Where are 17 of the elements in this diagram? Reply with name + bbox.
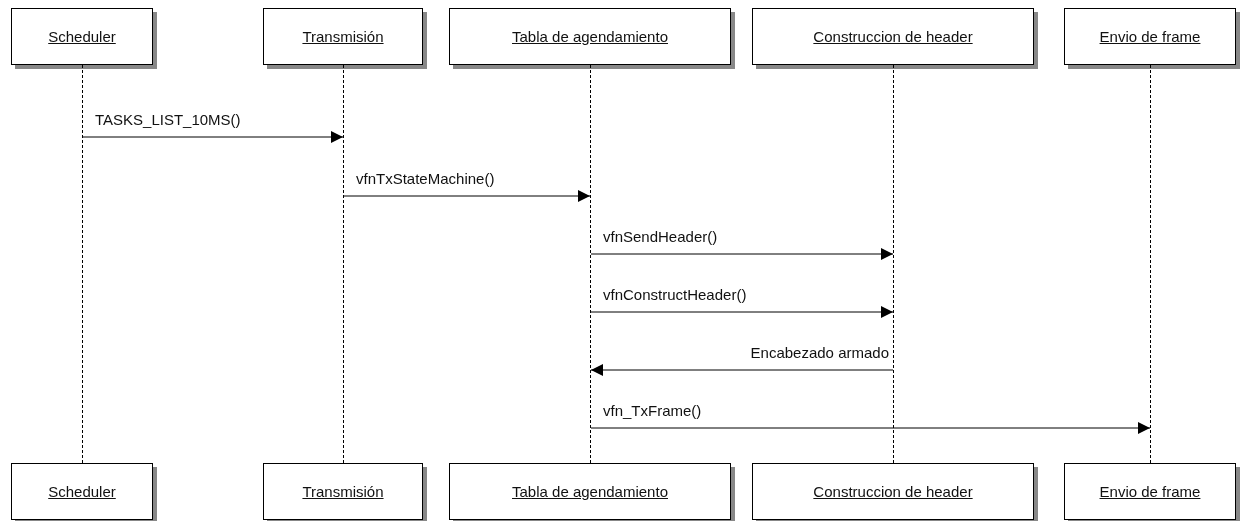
message-label: Encabezado armado [750,344,889,361]
message-arrow [590,306,894,318]
message-arrow [590,364,894,376]
message-label: vfn_TxFrame() [603,402,702,419]
lifeline [590,65,591,463]
message-label: vfnConstructHeader() [603,286,747,303]
message-label: vfnSendHeader() [603,228,718,245]
lifeline [343,65,344,463]
message-arrow [590,248,894,260]
lifeline [893,65,894,463]
message-arrow [82,131,344,143]
lifeline [82,65,83,463]
message-arrow [590,422,1151,434]
lifeline [1150,65,1151,463]
message-arrow [343,190,591,202]
message-label: TASKS_LIST_10MS() [95,111,241,128]
message-label: vfnTxStateMachine() [356,170,495,187]
